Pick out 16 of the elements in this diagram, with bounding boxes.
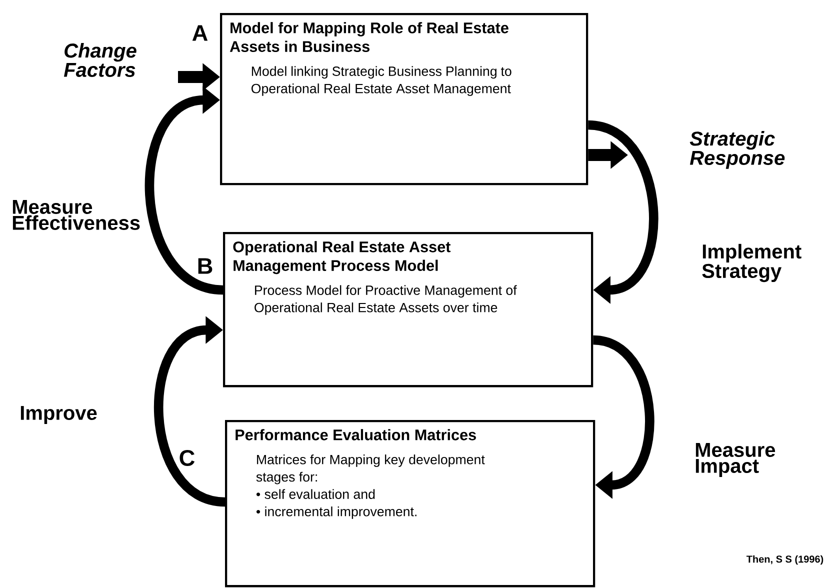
- letter-label: C: [180, 450, 195, 466]
- arrow: [145, 86, 224, 295]
- letter-label: B: [198, 258, 212, 274]
- edge-label: Implement Strategy: [702, 244, 802, 282]
- edge-label: Measure Effectiveness: [12, 200, 140, 230]
- citation: Then, S S (1996): [746, 555, 824, 565]
- edge-label: Change Factors: [64, 43, 136, 77]
- letter-label: A: [192, 25, 208, 41]
- text-box: Performance Evaluation Matrices Matrices for Mapping key development stages for: • self evaluation and • incremental improvement.: [225, 420, 596, 588]
- arrow: [154, 316, 226, 507]
- edge-label: Measure Impact: [696, 443, 776, 477]
- arrow: [592, 335, 654, 499]
- text-box: Model for Mapping Role of Real Estate Assets in Business Model linking Strategic Business Planning to Operational Real Estate Asset Management: [220, 13, 588, 186]
- edge-label: Strategic Response: [690, 131, 785, 169]
- edge-label: Improve: [20, 406, 97, 424]
- text-box: Operational Real Estate Asset Management Process Model Process Model for Proactive Management of Operational Real Estate Assets over time: [223, 232, 594, 388]
